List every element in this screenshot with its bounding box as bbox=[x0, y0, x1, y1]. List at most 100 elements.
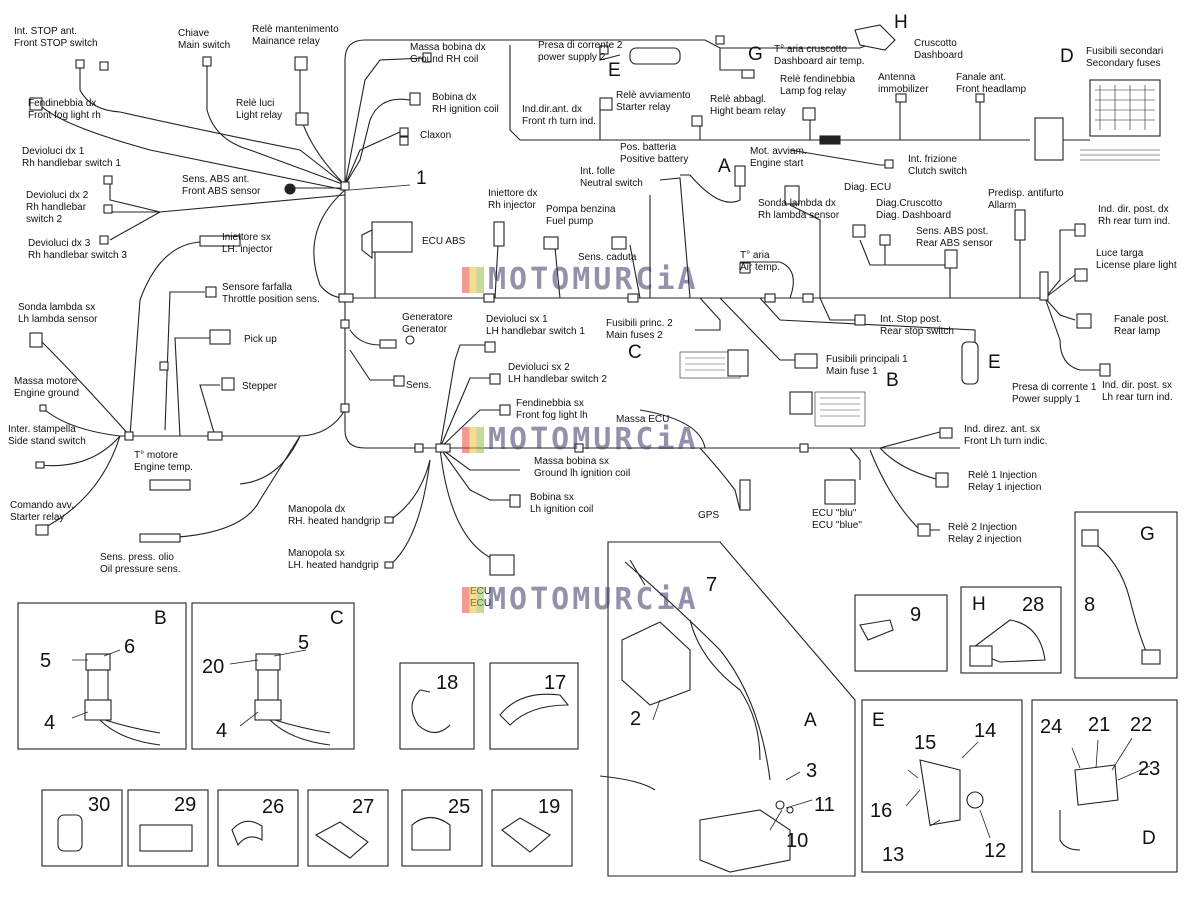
fuse-box-icon bbox=[1034, 79, 1161, 161]
pad-icon bbox=[139, 824, 193, 852]
clip-19-icon bbox=[501, 817, 551, 853]
injector-rh-icon bbox=[493, 221, 505, 247]
cable-g-icon bbox=[1089, 539, 1151, 661]
callout-17: 17 bbox=[544, 672, 567, 694]
panel-letter-d: D bbox=[1142, 828, 1156, 849]
panel-letter-a: A bbox=[804, 710, 817, 731]
label-diag-ecu: Diag. ECU bbox=[844, 182, 892, 193]
ref-number-1: 1 bbox=[416, 168, 427, 189]
clip-25-icon bbox=[411, 816, 451, 851]
panel-d-frame bbox=[1031, 699, 1178, 873]
socket-icon bbox=[966, 791, 984, 809]
label-rear-lamp: Fanale post.Rear lamp bbox=[1114, 314, 1170, 337]
main-fuse-1-icon bbox=[789, 391, 813, 415]
label-pick-up: Pick up bbox=[244, 334, 277, 345]
label-ecu-ground: Massa ECU bbox=[616, 414, 670, 425]
callout-12: 12 bbox=[984, 840, 1007, 862]
clip-27-icon bbox=[314, 821, 369, 859]
ref-letter-e-top: E bbox=[608, 60, 621, 81]
harness-upper-trunk bbox=[509, 45, 1030, 141]
ecu-abs-icon bbox=[371, 221, 413, 253]
panel-g-frame bbox=[1074, 511, 1178, 679]
harness-engine-trunk bbox=[120, 409, 346, 437]
part-26-frame bbox=[217, 789, 299, 867]
label-front-headlamp: Fanale ant.Front headlamp bbox=[956, 72, 1027, 95]
cable-tie-icon bbox=[411, 689, 451, 734]
rear-abs-sensor-icon bbox=[944, 249, 958, 269]
callout-29: 29 bbox=[174, 794, 197, 816]
callout-28: 28 bbox=[1022, 594, 1045, 616]
splice-markers bbox=[124, 35, 1049, 453]
callout-10: 10 bbox=[786, 830, 809, 852]
ref-letter-e-right: E bbox=[988, 352, 1001, 373]
ref-letter-a: A bbox=[718, 156, 731, 177]
callout-5: 5 bbox=[40, 650, 52, 672]
panel-letter-b: B bbox=[154, 608, 167, 629]
callout-7: 7 bbox=[706, 574, 718, 596]
label-gps: GPS bbox=[698, 510, 720, 521]
panel-a-frame bbox=[607, 541, 856, 877]
label-high-beam-relay: Relè abbagl.Hight beam relay bbox=[710, 94, 786, 117]
label-claxon: Claxon bbox=[420, 130, 452, 141]
label-engine-start: Mot. avviam.Engine start bbox=[750, 146, 807, 169]
dashboard-icon bbox=[854, 24, 896, 51]
callout-30: 30 bbox=[88, 794, 111, 816]
label-ecu-abs: ECU ABS bbox=[422, 236, 466, 247]
ref-letter-b: B bbox=[886, 370, 899, 391]
part-18-frame bbox=[399, 662, 475, 750]
callout-23: 23 bbox=[1138, 758, 1161, 780]
callout-9: 9 bbox=[910, 604, 922, 626]
callout-21: 21 bbox=[1088, 714, 1111, 736]
part-29-frame bbox=[127, 789, 209, 867]
power-supply-1-icon bbox=[961, 341, 979, 385]
part-9-frame bbox=[854, 594, 948, 672]
panel-letter-c: C bbox=[330, 608, 344, 629]
callout-25: 25 bbox=[448, 796, 471, 818]
label-starter-command: Comando avv.Starter relay bbox=[10, 500, 74, 523]
part-25-frame bbox=[401, 789, 483, 867]
panel-e-frame bbox=[861, 699, 1023, 873]
front-abs-sensor-icon bbox=[284, 183, 296, 195]
callout-2: 2 bbox=[630, 708, 642, 730]
callout-18: 18 bbox=[436, 672, 459, 694]
label-rear-abs-sensor: Sens. ABS post.Rear ABS sensor bbox=[916, 226, 993, 249]
label-ecu-blue: ECU "blu"ECU "blue" bbox=[812, 508, 862, 531]
part-27-frame bbox=[307, 789, 389, 867]
callout-4: 4 bbox=[44, 712, 56, 734]
ecu-icon bbox=[489, 554, 515, 576]
clip-26-icon bbox=[231, 820, 263, 847]
label-sens: Sens. bbox=[406, 380, 432, 391]
connector-icon bbox=[29, 45, 1111, 569]
watermark-logo: MOTOMURCiA bbox=[462, 262, 699, 297]
